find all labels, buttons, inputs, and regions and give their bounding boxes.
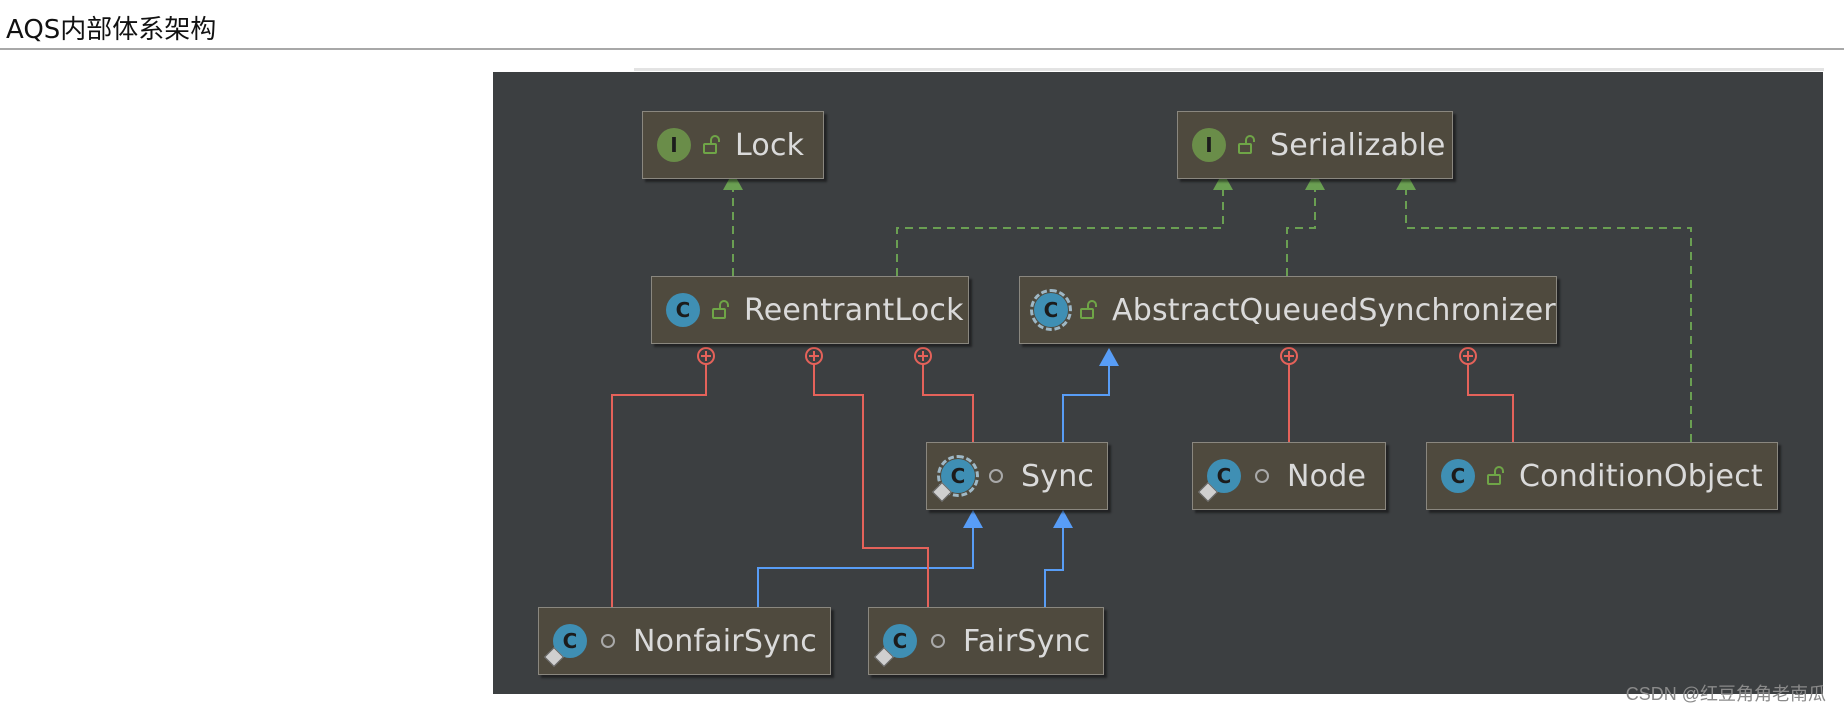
arrowhead-serializable-3 <box>1396 172 1416 190</box>
static-class-icon: C <box>1207 459 1241 493</box>
inner-class-edges <box>611 362 1514 607</box>
implements-arrowheads <box>723 172 1416 190</box>
page-title: AQS内部体系架构 <box>6 15 217 45</box>
interface-icon: I <box>1192 128 1226 162</box>
package-private-dot-icon <box>1255 469 1269 483</box>
node-label: Lock <box>735 127 805 163</box>
edge-reentrantlock-implements-serializable <box>896 186 1224 276</box>
node-lock[interactable]: I Lock <box>642 111 824 179</box>
circle-plus-marker <box>1280 347 1298 365</box>
node-label: ConditionObject <box>1519 458 1763 494</box>
node-label: Serializable <box>1270 127 1446 163</box>
edge-nonfairsync-inner-of-reentrantlock <box>611 362 707 607</box>
package-private-dot-icon <box>989 469 1003 483</box>
node-label: FairSync <box>963 623 1091 659</box>
diagram-top-border <box>634 68 1824 71</box>
diagram-edges <box>611 172 1692 607</box>
class-icon: C <box>1441 459 1475 493</box>
arrowhead-serializable-1 <box>1213 172 1233 190</box>
node-label: ReentrantLock <box>744 292 964 328</box>
edge-conditionobject-inner-of-aqs <box>1467 362 1514 442</box>
node-serializable[interactable]: I Serializable <box>1177 111 1453 179</box>
watermark-text: CSDN @红豆角角老南瓜 <box>1625 684 1826 704</box>
node-label: Sync <box>1021 458 1095 494</box>
node-label: Node <box>1287 458 1367 494</box>
circle-plus-marker <box>914 347 932 365</box>
arrowhead-sync-2 <box>1053 510 1073 528</box>
arrowhead-lock <box>723 172 743 190</box>
arrowhead-sync-1 <box>963 510 983 528</box>
static-class-icon: C <box>883 624 917 658</box>
edge-sync-inner-of-reentrantlock <box>922 362 974 442</box>
public-lock-icon <box>1238 135 1255 154</box>
edge-aqs-implements-serializable <box>1286 186 1316 276</box>
node-conditionobject[interactable]: C ConditionObject <box>1426 442 1778 510</box>
interface-icon: I <box>657 128 691 162</box>
node-sync[interactable]: C Sync <box>926 442 1108 510</box>
public-lock-icon <box>712 300 729 319</box>
public-lock-icon <box>1080 300 1097 319</box>
edge-nonfairsync-extends-sync <box>757 524 974 607</box>
edge-sync-extends-aqs <box>1062 362 1110 442</box>
aqs-class-diagram: I Lock I Serializable C ReentrantLock C … <box>493 72 1823 694</box>
page-header: AQS内部体系架构 <box>0 0 1844 50</box>
package-private-dot-icon <box>601 634 615 648</box>
node-reentrantlock[interactable]: C ReentrantLock <box>651 276 969 344</box>
arrowhead-aqs <box>1099 348 1119 366</box>
node-fairsync[interactable]: C FairSync <box>868 607 1104 675</box>
extends-arrowheads <box>963 348 1119 528</box>
edge-fairsync-inner-of-reentrantlock <box>813 362 929 607</box>
node-label: NonfairSync <box>633 623 817 659</box>
node-nonfairsync[interactable]: C NonfairSync <box>538 607 831 675</box>
circle-plus-marker <box>697 347 715 365</box>
extends-edges <box>757 362 1110 607</box>
inner-class-markers <box>697 347 1477 365</box>
implements-edges <box>732 186 1692 442</box>
class-icon: C <box>666 293 700 327</box>
package-private-dot-icon <box>931 634 945 648</box>
edge-conditionobject-implements-serializable <box>1405 186 1692 442</box>
node-node[interactable]: C Node <box>1192 442 1386 510</box>
arrowhead-serializable-2 <box>1305 172 1325 190</box>
public-lock-icon <box>703 135 720 154</box>
node-label: AbstractQueuedSynchronizer <box>1112 292 1556 328</box>
edge-fairsync-extends-sync <box>1044 524 1064 607</box>
abstract-static-class-icon: C <box>937 455 979 497</box>
node-abstractqueuedsynchronizer[interactable]: C AbstractQueuedSynchronizer <box>1019 276 1557 344</box>
static-class-icon: C <box>553 624 587 658</box>
circle-plus-marker <box>1459 347 1477 365</box>
abstract-class-icon: C <box>1030 289 1072 331</box>
circle-plus-marker <box>805 347 823 365</box>
public-lock-icon <box>1487 466 1504 485</box>
